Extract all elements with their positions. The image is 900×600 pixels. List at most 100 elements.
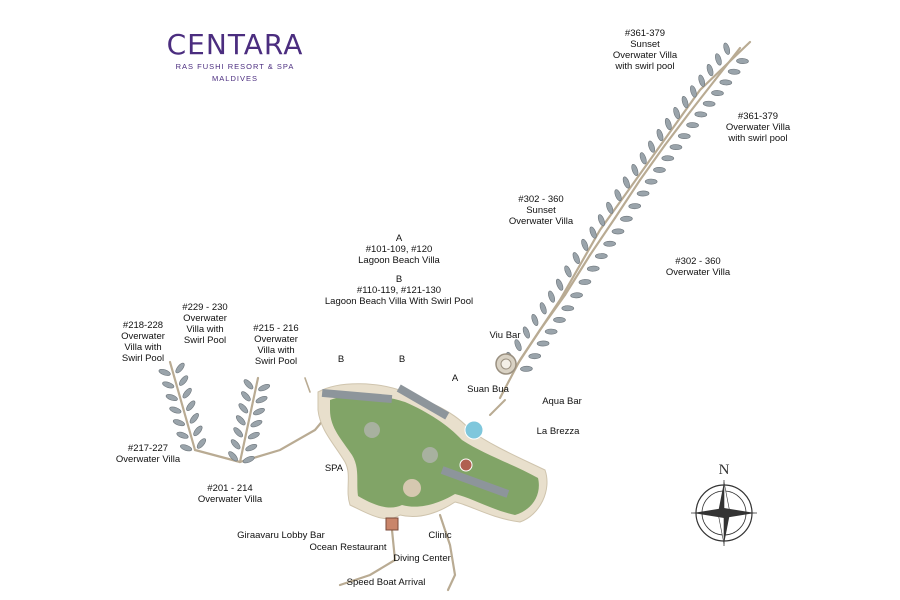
west-branch-left-villa [196,438,207,449]
west-branch-right-villa [241,391,251,402]
label-la-brezza: La Brezza [536,426,580,437]
northeast-spine-villa [706,63,714,77]
west-branch-left-villa [165,394,178,401]
label-229-230: #229 - 230 Overwater Villa with Swirl Po… [182,302,228,346]
northeast-spine-villa [648,140,655,153]
northeast-spine-villa [736,58,749,64]
west-branch-link [193,448,242,464]
northeast-spine-villa [673,106,681,120]
brand-subtitle: RAS FUSHI RESORT & SPA [175,62,295,71]
northeast-spine-villa [681,95,689,109]
northeast-spine-villa [586,265,600,272]
west-branch-right-villa [250,419,263,428]
northeast-spine-villa [628,203,642,210]
northeast-spine-jetty [588,216,617,257]
northeast-spine-villa [614,189,622,202]
northeast-spine-jetty [713,46,742,82]
label-218-228: #218-228 Overwater Villa with Swirl Pool [121,320,165,364]
northeast-spine-villa [606,201,614,214]
label-giraavaru-lobby-bar: Giraavaru Lobby Bar [237,530,325,541]
arrival-pavilion [385,517,399,531]
lagoon-pool [464,420,484,440]
label-clinic: Clinic [428,530,452,541]
lagoon-villa-row-1 [321,388,393,404]
northeast-spine-villa [639,152,647,165]
west-branch-left-villa [193,425,203,437]
northeast-spine-villa [539,302,547,315]
west-branch-right-villa [228,451,238,462]
clinic-jetty [438,513,457,592]
northeast-spine-villa [727,68,741,75]
label-ocean-restaurant: Ocean Restaurant [309,542,387,553]
northeast-spine-villa [589,226,597,239]
northeast-spine-villa [611,228,625,235]
northeast-spine-villa [544,328,558,335]
northeast-spine-villa [572,252,580,264]
northeast-spine-villa [690,85,697,98]
island [317,353,548,531]
spa-domes [364,422,380,438]
northeast-spine-villa [522,326,530,339]
northeast-spine-villa [578,279,592,285]
label-361-379: #361-379 Overwater Villa with swirl pool [725,111,791,144]
west-branch-left-villa [175,362,185,374]
northeast-spine-villa [698,74,706,87]
west-branch-right-villa [258,383,271,392]
northeast-spine-villa [536,340,550,347]
west-branch-right-jetty [238,376,260,464]
central-building [403,479,421,497]
lagoon-villa-row-3 [440,466,510,498]
west-branch-left-villa [176,431,189,439]
northeast-spine-jetty [638,143,667,182]
northeast-spine-villa [520,365,533,372]
marker-b-2: B [398,354,406,365]
west-branch-right-villa [238,403,249,414]
northeast-spine-villa [694,111,708,118]
northeast-spine-jetty [563,253,592,297]
west-branch-right-villa [230,439,241,450]
northeast-spine-villa [531,313,539,327]
label-viu-bar: Viu Bar [489,330,521,341]
northeast-spine-jetty [613,178,642,220]
label-diving-center: Diving Center [393,553,451,564]
west-branch-left-jetty [168,360,197,452]
northeast-spine-villa [702,100,716,107]
northeast-connector [489,399,506,416]
west-branch-left-villa [179,375,189,386]
northeast-spine-villa [514,339,522,352]
roundhouse [459,458,473,472]
viu-bar-inner [500,358,512,370]
northeast-spine-villa [656,128,664,142]
northeast-spine-villa [719,79,733,86]
west-branch-right-villa [245,443,258,452]
label-suan-bua: Suan Bua [467,384,509,395]
label-lagoon-beach-villa: A #101-109, #120 Lagoon Beach Villa [358,233,440,266]
northeast-spine-villa [631,163,639,177]
northeast-spine-jetty [688,78,717,114]
west-branch-left-villa [180,444,193,452]
west-branch-right-villa [253,407,265,416]
northeast-spine-villa [677,133,691,140]
west-branch-left-villa [172,419,185,427]
label-217-227: #217-227 Overwater Villa [115,443,181,465]
northeast-spine-villa [669,144,683,151]
centara-logo: CENTARA RAS FUSHI RESORT & SPA MALDIVES [160,28,310,85]
label-spa: SPA [324,463,344,474]
northeast-spine-villa [581,238,589,251]
west-branch-right-villa [255,395,268,404]
compass-north-letter: N [719,462,730,478]
label-302-360: #302 - 360 Overwater Villa [665,256,731,278]
northeast-spine-jetty [663,110,692,147]
northeast-spine-villa [564,265,572,278]
marker-b-1: B [337,354,345,365]
northeast-spine-villa [622,176,630,189]
jetty-walkways [168,40,752,592]
west-branch-right-villa [247,431,260,440]
west-lagoon-spur [304,377,311,393]
northeast-spine-villa [636,190,650,197]
northeast-spine-villa [570,292,583,299]
northeast-spine-villa [561,305,575,312]
west-branch-right-villa [235,415,246,426]
west-branch-left-villa [169,406,182,414]
